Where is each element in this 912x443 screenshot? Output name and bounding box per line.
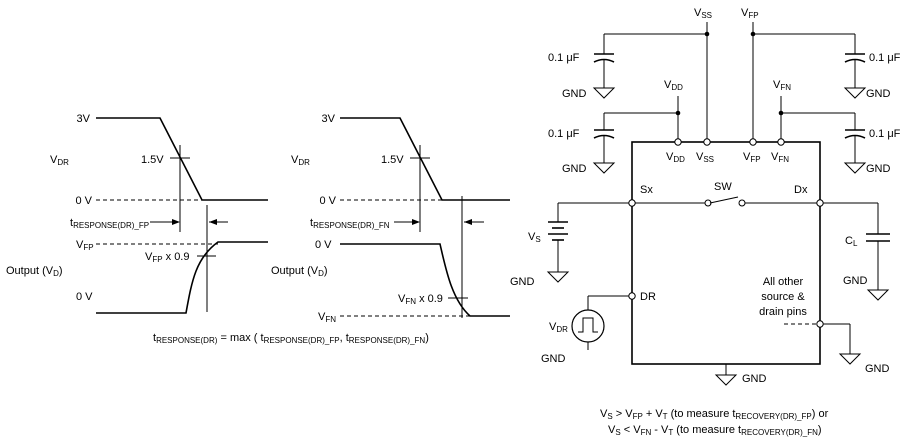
- vs-source: [548, 221, 568, 241]
- vss-label: VSS: [694, 7, 712, 20]
- right-threshold-label: VFN x 0.9: [398, 293, 443, 306]
- vdd-pin: [674, 138, 682, 146]
- right-drive-waveform: [340, 117, 510, 201]
- measurement-notes: VS > VFP + VT (to measure tRECOVERY(DR)_…: [600, 408, 829, 437]
- gnd-label: GND: [562, 163, 587, 175]
- left-drive-waveform: [96, 117, 268, 201]
- other-pins-label: drain pins: [759, 306, 807, 318]
- bypass-capacitor-vss: [592, 34, 616, 99]
- gnd-label: GND: [843, 275, 868, 287]
- other-pins-pin: [816, 320, 824, 328]
- response-time-formula: tRESPONSE(DR) = max ( tRESPONSE(DR)_FP, …: [153, 332, 429, 345]
- switch-sw: [709, 196, 739, 204]
- gnd-label: GND: [541, 353, 566, 365]
- pulse-icon: [578, 317, 598, 333]
- right-timing-diagram: 3V VDR 1.5V 0 V tRESPONSE(DR)_FN 0 V Out…: [271, 113, 510, 324]
- gnd-label: GND: [865, 363, 890, 375]
- left-output-label: Output (VD): [6, 265, 63, 278]
- cap-value-label: 0.1 μF: [869, 52, 901, 64]
- vfn-pin-label: VFN: [771, 151, 789, 164]
- left-vdr-label: VDR: [50, 154, 69, 167]
- note-line-2: VS < VFN - VT (to measure tRECOVERY(DR)_…: [608, 424, 822, 437]
- other-pins-label: All other: [763, 276, 804, 288]
- test-circuit: VSS VFP VDD VFN 0.1 μF 0.1 μF 0.1 μF 0.1…: [510, 7, 901, 386]
- bypass-capacitor-vdd: [592, 113, 616, 174]
- dr-pin: [628, 292, 636, 300]
- left-timing-diagram: 3V VDR 1.5V 0 V tRESPONSE(DR)_FP VFP Out…: [6, 113, 268, 314]
- cap-value-label: 0.1 μF: [869, 128, 901, 140]
- right-3v-label: 3V: [322, 113, 336, 125]
- vdd-label: VDD: [664, 79, 683, 92]
- cap-value-label: 0.1 μF: [548, 52, 580, 64]
- right-response-label: tRESPONSE(DR)_FN: [310, 217, 390, 230]
- cap-value-label: 0.1 μF: [548, 128, 580, 140]
- ground-symbol: [843, 87, 867, 99]
- vss-pin: [703, 138, 711, 146]
- dx-pin: [816, 199, 824, 207]
- ground-symbol: [866, 289, 890, 301]
- load-capacitor-cl: [866, 233, 890, 242]
- right-0v-label: 0 V: [319, 195, 336, 207]
- gnd-label: GND: [562, 88, 587, 100]
- ground-symbol: [838, 353, 862, 365]
- ground-symbol: [592, 162, 616, 174]
- device-body: [631, 141, 821, 365]
- right-vdr-label: VDR: [291, 154, 310, 167]
- vfn-pin: [777, 138, 785, 146]
- vs-label: VS: [528, 231, 541, 244]
- left-response-label: tRESPONSE(DR)_FP: [70, 217, 149, 230]
- vfp-pin: [749, 138, 757, 146]
- left-0v-label: 0 V: [75, 195, 92, 207]
- vdd-pin-label: VDD: [666, 151, 685, 164]
- vss-pin-label: VSS: [696, 151, 714, 164]
- other-pins-label: source &: [761, 291, 805, 303]
- vfn-label: VFN: [773, 79, 791, 92]
- right-output-0v-label: 0 V: [315, 239, 332, 251]
- left-midpoint-label: 1.5V: [141, 154, 164, 166]
- gnd-label: GND: [866, 163, 891, 175]
- right-vfn-label: VFN: [318, 311, 336, 324]
- vfp-label: VFP: [741, 7, 759, 20]
- bypass-capacitor-vfp: [843, 34, 867, 99]
- gnd-label: GND: [510, 276, 535, 288]
- left-vfp-label: VFP: [76, 239, 94, 252]
- dx-label: Dx: [794, 184, 808, 196]
- right-output-label: Output (VD): [271, 265, 328, 278]
- left-threshold-label: VFP x 0.9: [145, 251, 189, 264]
- vdr-source-label: VDR: [549, 321, 568, 334]
- ground-symbol: [714, 374, 738, 386]
- dr-label: DR: [640, 291, 656, 303]
- right-output-waveform: [340, 243, 510, 317]
- sx-label: Sx: [640, 184, 653, 196]
- ground-symbol: [546, 271, 570, 283]
- sx-pin: [628, 199, 636, 207]
- ground-symbol: [843, 162, 867, 174]
- note-line-1: VS > VFP + VT (to measure tRECOVERY(DR)_…: [600, 408, 829, 421]
- sw-label: SW: [714, 181, 732, 193]
- bypass-capacitor-vfn: [843, 113, 867, 174]
- gnd-label: GND: [866, 88, 891, 100]
- left-3v-label: 3V: [77, 113, 91, 125]
- vdr-pulse-source: [571, 309, 605, 343]
- vfp-pin-label: VFP: [743, 151, 761, 164]
- ground-symbol: [592, 87, 616, 99]
- left-output-0v-label: 0 V: [76, 291, 93, 303]
- cl-label: CL: [845, 235, 858, 248]
- right-midpoint-label: 1.5V: [381, 154, 404, 166]
- gnd-label: GND: [742, 373, 767, 385]
